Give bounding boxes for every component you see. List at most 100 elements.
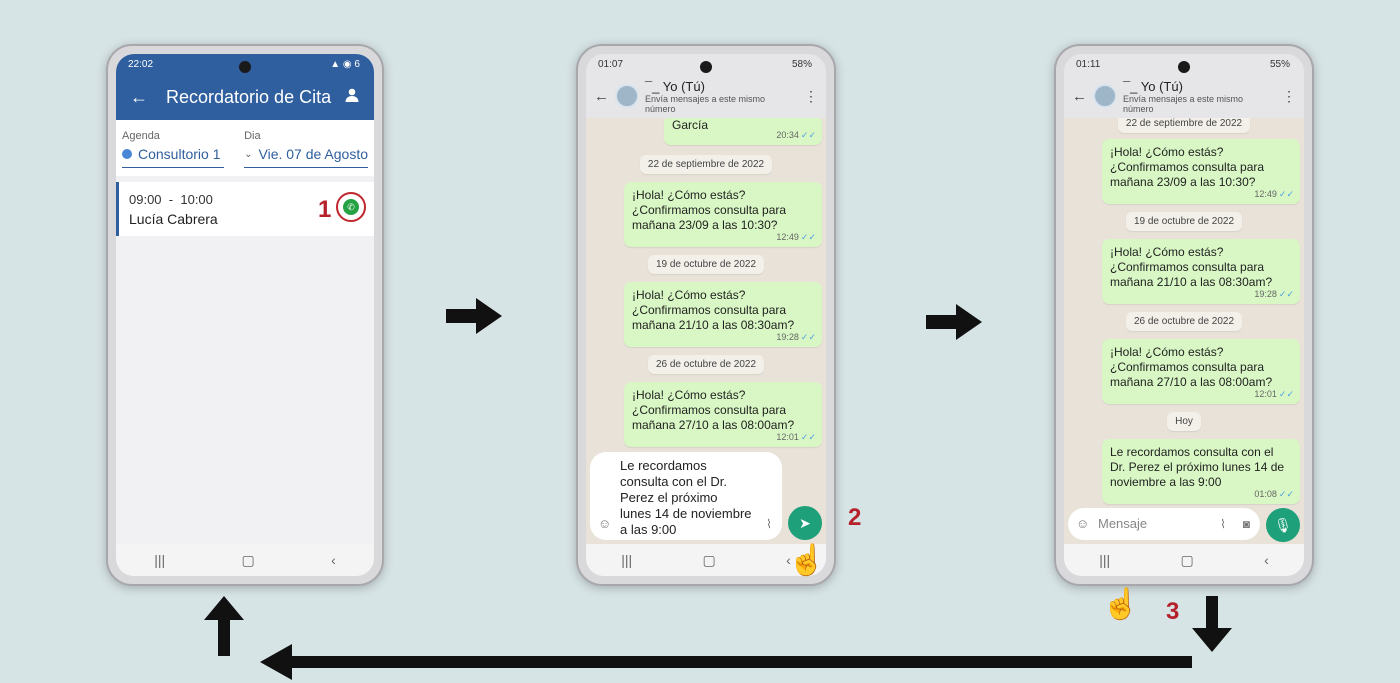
dia-field[interactable]: Dia ⌄ Vie. 07 de Agosto bbox=[244, 130, 368, 168]
message-bubble: ¡Hola! ¿Cómo estás? ¿Confirmamos consult… bbox=[1102, 139, 1300, 204]
back-icon[interactable]: ‹ bbox=[786, 552, 791, 568]
left-arrow-icon bbox=[260, 644, 1192, 680]
right-arrow-icon bbox=[926, 304, 982, 340]
appointment-time: 09:00 - 10:00 bbox=[129, 192, 213, 207]
back-arrow-icon[interactable]: ← bbox=[1072, 87, 1087, 105]
composer-text: Le recordamos consulta con el Dr. Perez … bbox=[620, 458, 752, 537]
mic-button[interactable]: 🎙 bbox=[1266, 508, 1300, 542]
avatar[interactable] bbox=[1093, 84, 1117, 108]
contact-name: ¯_ Yo (Tú) bbox=[645, 78, 705, 94]
chat-header: ← ¯_ Yo (Tú) Envía mensajes a este mismo… bbox=[1064, 74, 1304, 118]
recents-icon[interactable]: ||| bbox=[1099, 552, 1111, 568]
dia-label: Dia bbox=[244, 130, 261, 142]
appointment-row[interactable]: 09:00 - 10:00 Lucía Cabrera ✆ bbox=[116, 182, 374, 236]
contact-subtitle: Envía mensajes a este mismo número bbox=[1123, 93, 1244, 114]
step-number-3: 3 bbox=[1166, 598, 1180, 625]
avatar[interactable] bbox=[615, 84, 639, 108]
android-navbar: ||| ▢ ‹ bbox=[116, 544, 374, 576]
phone-appointment-app: 22:02 ▲ ◉ 6 ← Recordatorio de Cita Agend… bbox=[106, 44, 384, 586]
send-icon: ➤ bbox=[799, 514, 811, 531]
status-time: 01:11 bbox=[1076, 58, 1101, 70]
date-chip: 26 de octubre de 2022 bbox=[1125, 312, 1243, 331]
appointment-patient: Lucía Cabrera bbox=[129, 211, 218, 227]
whatsapp-button[interactable]: ✆ bbox=[336, 192, 366, 222]
home-icon[interactable]: ▢ bbox=[241, 551, 255, 568]
down-arrow-icon bbox=[1192, 596, 1232, 652]
phone1-screen: 22:02 ▲ ◉ 6 ← Recordatorio de Cita Agend… bbox=[116, 54, 374, 576]
phone-whatsapp-sent: 01:11 55% ← ¯_ Yo (Tú) Envía mensajes a … bbox=[1054, 44, 1314, 586]
page-title: Recordatorio de Cita bbox=[166, 86, 332, 107]
status-bar: 01:07 58% bbox=[586, 54, 826, 74]
whatsapp-icon: ✆ bbox=[343, 199, 359, 215]
emoji-icon[interactable]: ☺ bbox=[1076, 516, 1090, 531]
date-chip: 26 de octubre de 2022 bbox=[647, 355, 765, 374]
pointing-hand-icon: ☝ bbox=[788, 544, 826, 577]
camera-dot bbox=[1178, 61, 1190, 73]
recents-icon[interactable]: ||| bbox=[154, 552, 166, 568]
message-bubble: García 20:34✓✓ bbox=[664, 118, 822, 145]
status-right: 55% bbox=[1269, 58, 1290, 70]
back-arrow-icon[interactable]: ← bbox=[130, 86, 148, 107]
chat-wallpaper: 22 de septiembre de 2022 ¡Hola! ¿Cómo es… bbox=[1064, 118, 1304, 544]
person-icon[interactable] bbox=[344, 87, 360, 108]
step-number-2: 2 bbox=[848, 504, 862, 531]
back-arrow-icon[interactable]: ← bbox=[594, 87, 609, 105]
agenda-value: Consultorio 1 bbox=[138, 146, 221, 162]
mic-icon: 🎙 bbox=[1274, 516, 1292, 533]
date-chip: 22 de septiembre de 2022 bbox=[1117, 118, 1251, 133]
status-bar: 01:11 55% bbox=[1064, 54, 1304, 74]
read-check-icon: ✓✓ bbox=[800, 130, 816, 140]
chat-wallpaper: García 20:34✓✓ 22 de septiembre de 2022 … bbox=[586, 118, 826, 544]
agenda-label: Agenda bbox=[122, 130, 160, 142]
more-options-icon[interactable]: ⋮ bbox=[804, 87, 818, 104]
message-bubble: ¡Hola! ¿Cómo estás? ¿Confirmamos consult… bbox=[1102, 239, 1300, 304]
status-bar: 22:02 ▲ ◉ 6 bbox=[116, 54, 374, 74]
attach-icon[interactable]: ⌇ bbox=[766, 517, 772, 531]
agenda-color-dot bbox=[122, 149, 132, 159]
status-right: ▲ ◉ 6 bbox=[330, 58, 360, 70]
agenda-field[interactable]: Agenda Consultorio 1 bbox=[122, 130, 225, 168]
contact-name: ¯_ Yo (Tú) bbox=[1123, 78, 1183, 94]
date-chip: 22 de septiembre de 2022 bbox=[639, 155, 773, 174]
attach-icon[interactable]: ⌇ bbox=[1220, 517, 1226, 531]
step-number-1: 1 bbox=[318, 196, 332, 223]
back-icon[interactable]: ‹ bbox=[331, 552, 336, 568]
pointing-hand-icon: ☝ bbox=[1102, 588, 1140, 621]
up-arrow-icon bbox=[204, 596, 244, 656]
status-time: 22:02 bbox=[128, 58, 154, 70]
home-icon[interactable]: ▢ bbox=[1180, 551, 1194, 568]
message-bubble: ¡Hola! ¿Cómo estás? ¿Confirmamos consult… bbox=[624, 382, 822, 447]
chevron-down-icon: ⌄ bbox=[244, 148, 253, 160]
camera-dot bbox=[700, 61, 712, 73]
contact-subtitle: Envía mensajes a este mismo número bbox=[645, 93, 766, 114]
dia-value: Vie. 07 de Agosto bbox=[258, 146, 369, 162]
more-options-icon[interactable]: ⋮ bbox=[1282, 87, 1296, 104]
recents-icon[interactable]: ||| bbox=[621, 552, 633, 568]
phone-whatsapp-compose: 01:07 58% ← ¯_ Yo (Tú) Envía mensajes a … bbox=[576, 44, 836, 586]
camera-dot bbox=[239, 61, 251, 73]
android-navbar: ||| ▢ ‹ bbox=[586, 544, 826, 576]
status-right: 58% bbox=[791, 58, 812, 70]
right-arrow-icon bbox=[446, 298, 502, 334]
filters: Agenda Consultorio 1 Dia ⌄ Vie. 07 de Ago… bbox=[116, 120, 374, 176]
date-chip: 19 de octubre de 2022 bbox=[647, 255, 765, 274]
message-input[interactable]: ☺ Le recordamos consulta con el Dr. Pere… bbox=[590, 452, 782, 540]
emoji-icon[interactable]: ☺ bbox=[598, 516, 612, 531]
message-bubble: ¡Hola! ¿Cómo estás? ¿Confirmamos consult… bbox=[624, 282, 822, 347]
composer-placeholder: Mensaje bbox=[1098, 516, 1148, 531]
android-navbar: ||| ▢ ‹ bbox=[1064, 544, 1304, 576]
message-input[interactable]: ☺ Mensaje ⌇ ◙ bbox=[1068, 508, 1260, 540]
date-chip: Hoy bbox=[1167, 412, 1201, 431]
back-icon[interactable]: ‹ bbox=[1264, 552, 1269, 568]
phone3-screen: 01:11 55% ← ¯_ Yo (Tú) Envía mensajes a … bbox=[1064, 54, 1304, 576]
phone2-screen: 01:07 58% ← ¯_ Yo (Tú) Envía mensajes a … bbox=[586, 54, 826, 576]
camera-icon[interactable]: ◙ bbox=[1242, 517, 1250, 531]
message-bubble: ¡Hola! ¿Cómo estás? ¿Confirmamos consult… bbox=[1102, 339, 1300, 404]
message-bubble: ¡Hola! ¿Cómo estás? ¿Confirmamos consult… bbox=[624, 182, 822, 247]
date-chip: 19 de octubre de 2022 bbox=[1125, 212, 1243, 231]
status-time: 01:07 bbox=[598, 58, 624, 70]
chat-header: ← ¯_ Yo (Tú) Envía mensajes a este mismo… bbox=[586, 74, 826, 118]
message-bubble: Le recordamos consulta con el Dr. Perez … bbox=[1102, 439, 1300, 504]
send-button[interactable]: ➤ bbox=[788, 506, 822, 540]
home-icon[interactable]: ▢ bbox=[702, 551, 716, 568]
